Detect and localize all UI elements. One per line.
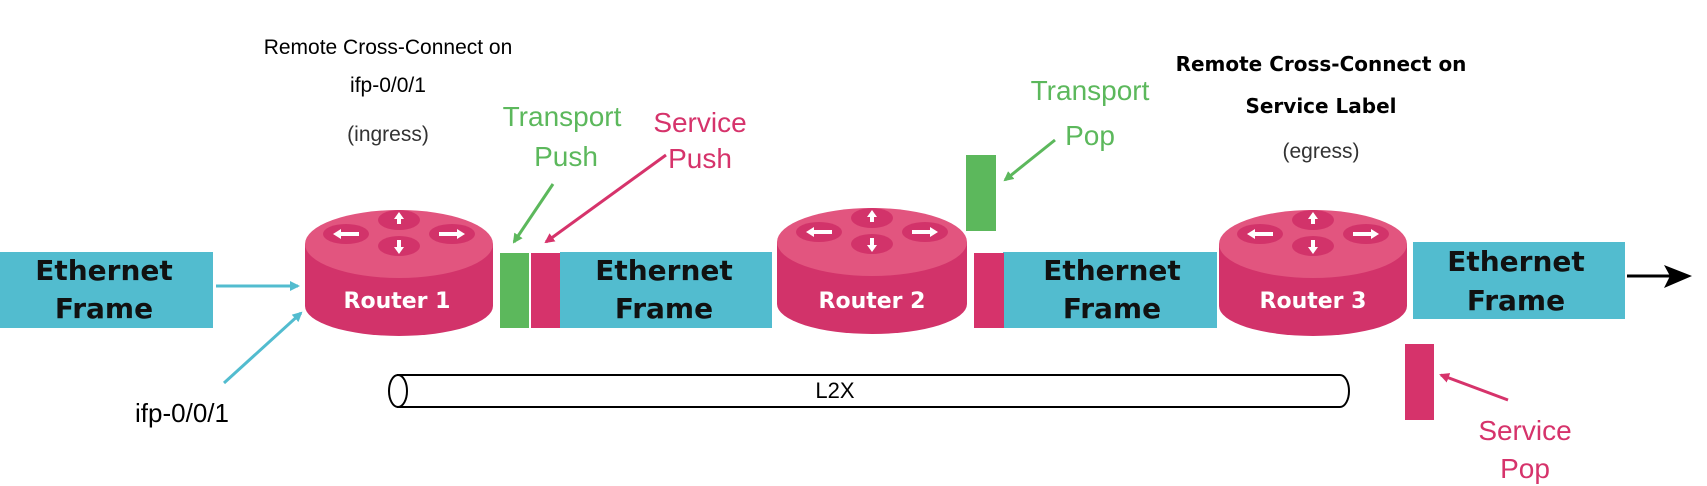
transport-pop-annotation: Transport Pop — [1031, 75, 1150, 151]
transport-push-annotation: Transport Push — [503, 101, 622, 172]
rcc-ingress-annotation: Remote Cross-Connect on ifp-0/0/1 (ingre… — [264, 36, 513, 146]
transport-pop-line1: Transport — [1031, 75, 1150, 106]
service-label-block-popped — [1405, 344, 1434, 420]
arrow-icon — [1003, 138, 1056, 182]
service-label-block — [974, 253, 1004, 328]
service-push-annotation: Service Push — [653, 107, 746, 174]
transport-label-block-popped — [966, 155, 996, 231]
rcc-egress-line3: (egress) — [1282, 140, 1359, 163]
frame-4-line1: Ethernet — [1447, 245, 1585, 278]
service-pop-line2: Pop — [1500, 453, 1550, 484]
router-1: Router 1 — [305, 210, 493, 336]
service-pop-line1: Service — [1478, 415, 1571, 446]
interface-label: ifp-0/0/1 — [135, 398, 229, 428]
tunnel-label: L2X — [815, 378, 854, 403]
service-push-line2: Push — [668, 143, 732, 174]
arrow-icon — [512, 183, 555, 244]
frame-2-line1: Ethernet — [595, 254, 733, 287]
arrow-icon — [1664, 265, 1692, 288]
router-3-label: Router 3 — [1260, 289, 1367, 314]
router-2: Router 2 — [777, 208, 967, 334]
transport-push-line1: Transport — [503, 101, 622, 132]
frame-1-line1: Ethernet — [35, 254, 173, 287]
transport-pop-line2: Pop — [1065, 120, 1115, 151]
tunnel-icon — [388, 374, 408, 408]
frame-1-line2: Frame — [55, 292, 153, 325]
transport-push-line2: Push — [534, 141, 598, 172]
router-3: Router 3 — [1219, 210, 1407, 336]
transport-label-block-push — [500, 253, 529, 328]
router-2-label: Router 2 — [819, 289, 926, 314]
rcc-egress-line1: Remote Cross-Connect on — [1176, 52, 1467, 76]
ethernet-frame-3: Ethernet Frame — [1003, 252, 1217, 328]
arrow-icon — [1439, 373, 1509, 402]
frame-4-line2: Frame — [1467, 284, 1565, 317]
arrow-icon — [544, 153, 667, 244]
rcc-egress-annotation: Remote Cross-Connect on Service Label (e… — [1176, 52, 1467, 163]
router-1-label: Router 1 — [344, 289, 451, 314]
ethernet-frame-4: Ethernet Frame — [1413, 242, 1625, 319]
router-icon — [305, 210, 493, 336]
frame-3-line1: Ethernet — [1043, 254, 1181, 287]
service-label-block-push — [531, 253, 560, 328]
ethernet-frame-1: Ethernet Frame — [0, 252, 213, 328]
frame-2-line2: Frame — [615, 292, 713, 325]
service-pop-annotation: Service Pop — [1478, 415, 1571, 484]
rcc-ingress-line3: (ingress) — [347, 123, 429, 146]
rcc-egress-line2: Service Label — [1245, 94, 1396, 118]
ethernet-frame-2: Ethernet Frame — [560, 252, 772, 328]
router-icon — [777, 208, 967, 334]
service-push-line1: Service — [653, 107, 746, 138]
arrow-icon — [222, 311, 303, 385]
rcc-ingress-line1: Remote Cross-Connect on — [264, 36, 513, 59]
l2x-tunnel: L2X — [388, 374, 1350, 408]
frame-3-line2: Frame — [1063, 292, 1161, 325]
router-icon — [1219, 210, 1407, 336]
rcc-ingress-line2: ifp-0/0/1 — [350, 74, 426, 97]
output-arrow — [1627, 265, 1692, 288]
